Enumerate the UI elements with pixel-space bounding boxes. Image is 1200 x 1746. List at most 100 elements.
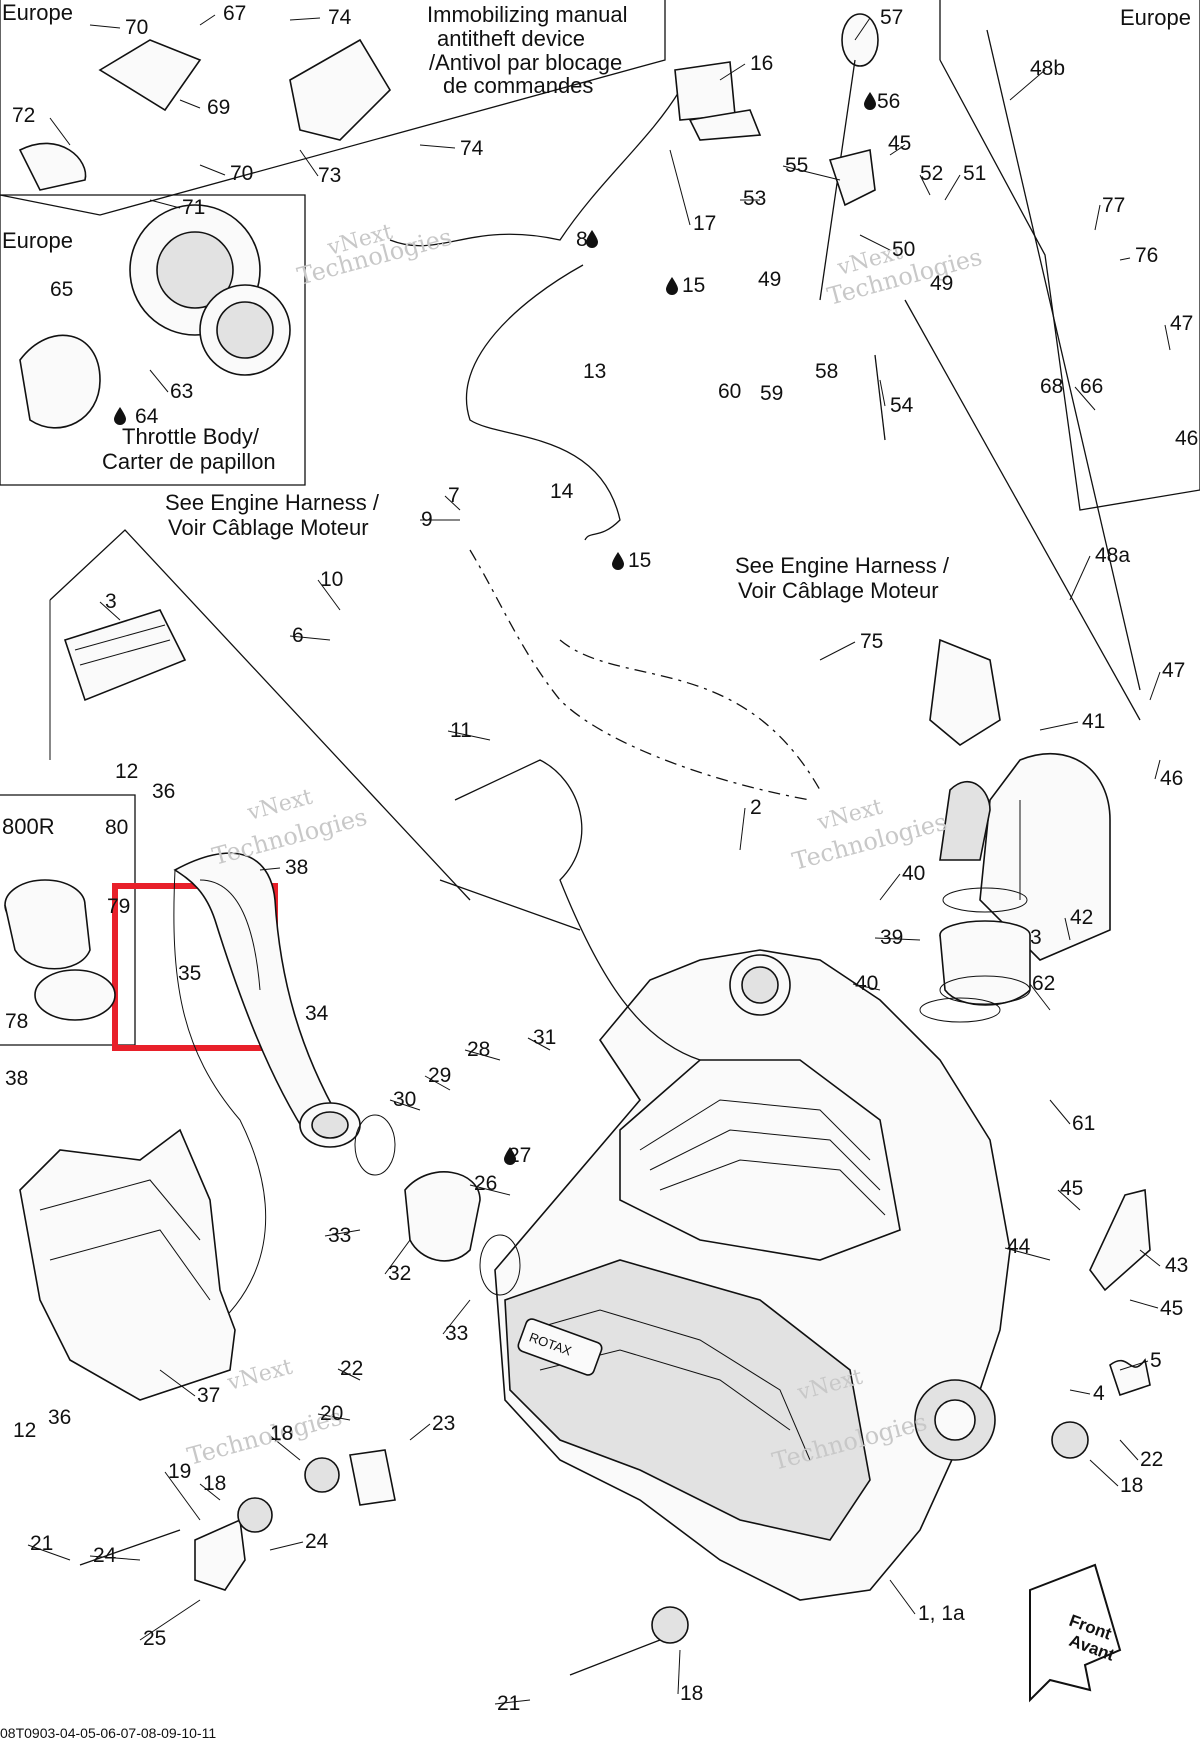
leader-line [444, 495, 461, 511]
box-label-800r: 800R [2, 814, 55, 839]
note-line: Carter de papillon [102, 449, 276, 474]
leader-line [1069, 1389, 1091, 1395]
callout-c41: 41 [1082, 710, 1105, 733]
leader-line [179, 99, 201, 109]
front-label: Front Avant [1067, 1611, 1118, 1665]
callout-c74a: 74 [328, 6, 352, 29]
box-label-europe: Europe [2, 0, 73, 25]
note-line: See Engine Harness / [165, 490, 380, 515]
callout-c46b: 46 [1160, 767, 1183, 790]
callout-c67: 67 [223, 2, 246, 25]
leader-line [1129, 1299, 1159, 1309]
callout-c24b: 24 [305, 1530, 329, 1553]
callout-c4: 4 [1093, 1382, 1105, 1405]
note-line: Voir Câblage Moteur [168, 515, 369, 540]
callout-c71: 71 [182, 196, 205, 219]
callout-c77: 77 [1102, 194, 1125, 217]
box-label-europe: Europe [2, 228, 73, 253]
callout-c43: 43 [1165, 1254, 1188, 1277]
leader-line [919, 174, 931, 196]
callout-c53: 53 [743, 187, 766, 210]
callout-c9: 9 [421, 508, 433, 531]
callout-c40b: 40 [855, 972, 878, 995]
leader-line [1154, 759, 1161, 780]
footer-code: 08T0903-04-05-06-07-08-09-10-11 [0, 1725, 216, 1741]
note-line: Throttle Body/ [122, 424, 260, 449]
leader-line [1029, 983, 1051, 1011]
callout-c63: 63 [170, 380, 193, 403]
note-engine-harness-left: See Engine Harness / Voir Câblage Moteur [165, 490, 380, 540]
callout-c44: 44 [1007, 1235, 1031, 1258]
leader-line [164, 1471, 201, 1521]
leader-line [317, 1413, 351, 1421]
callout-c42: 42 [1070, 906, 1093, 929]
leader-line [1089, 1459, 1119, 1487]
leader-line [719, 63, 746, 81]
callout-c58: 58 [815, 360, 838, 383]
leader-line [739, 807, 746, 851]
leader-line [1009, 69, 1046, 101]
callout-c52: 52 [920, 162, 943, 185]
leader-line [1049, 1099, 1071, 1125]
callout-c11: 11 [450, 719, 472, 742]
callout-c73: 73 [318, 164, 341, 187]
callout-c14: 14 [550, 480, 574, 503]
oil-drop-icon [666, 277, 678, 295]
ecu-bracket [49, 529, 471, 901]
callout-c48a: 48a [1095, 544, 1130, 567]
callout-c45c: 45 [1160, 1297, 1183, 1320]
note-immobilizing: Immobilizing manual antitheft device /An… [427, 2, 628, 98]
leader-lines [27, 14, 1171, 1705]
leader-line [889, 1579, 916, 1615]
leader-line [159, 1369, 196, 1397]
callout-c45b: 45 [1060, 1177, 1083, 1200]
callout-c33a: 33 [328, 1224, 351, 1247]
callout-c19: 19 [168, 1460, 191, 1483]
callout-c38a: 38 [285, 856, 308, 879]
leader-line [267, 1433, 301, 1461]
callout-c61: 61 [1072, 1112, 1095, 1135]
leader-line [199, 14, 216, 26]
leader-line [139, 1599, 201, 1641]
callout-c3a: 3 [105, 590, 117, 613]
callout-c66: 66 [1080, 375, 1103, 398]
leader-line [669, 149, 691, 226]
harness-lines [389, 29, 1141, 1061]
leader-line [1119, 257, 1131, 261]
leader-line [1119, 1360, 1149, 1371]
callout-c56: 56 [877, 90, 900, 113]
immobilizer-parts [18, 38, 392, 191]
note-throttle-body: Throttle Body/ Carter de papillon [102, 424, 276, 474]
callout-c76: 76 [1135, 244, 1158, 267]
bracket-43 [1089, 1188, 1151, 1397]
callout-c75: 75 [860, 630, 883, 653]
callout-c26: 26 [474, 1172, 497, 1195]
callout-c2: 2 [750, 796, 762, 819]
watermark-text: vNext [224, 1355, 295, 1397]
oil-drop-icon [864, 92, 876, 110]
callout-c5: 5 [1150, 1349, 1162, 1372]
leader-line [1057, 1189, 1081, 1211]
leader-line [1039, 721, 1079, 731]
leader-line [89, 1555, 141, 1561]
air-intake-duct [139, 852, 361, 1371]
leader-line [389, 1099, 421, 1111]
leader-line [419, 144, 456, 149]
callout-c34: 34 [305, 1002, 329, 1025]
callout-c17: 17 [693, 212, 716, 235]
callout-c54: 54 [890, 394, 914, 417]
leader-line [944, 174, 961, 201]
callout-c64: 64 [135, 405, 159, 428]
leader-line [299, 149, 319, 177]
leader-line [874, 937, 921, 941]
front-arrow [1029, 1563, 1122, 1703]
callout-c22b: 22 [1140, 1448, 1163, 1471]
callout-c51: 51 [963, 162, 986, 185]
leader-line [442, 1299, 471, 1335]
callout-c13: 13 [583, 360, 606, 383]
leader-line [527, 1037, 551, 1051]
oil-drop-icon [586, 230, 598, 248]
callout-c49b: 49 [930, 272, 953, 295]
leader-line [199, 164, 226, 176]
callout-c79: 79 [107, 895, 130, 918]
